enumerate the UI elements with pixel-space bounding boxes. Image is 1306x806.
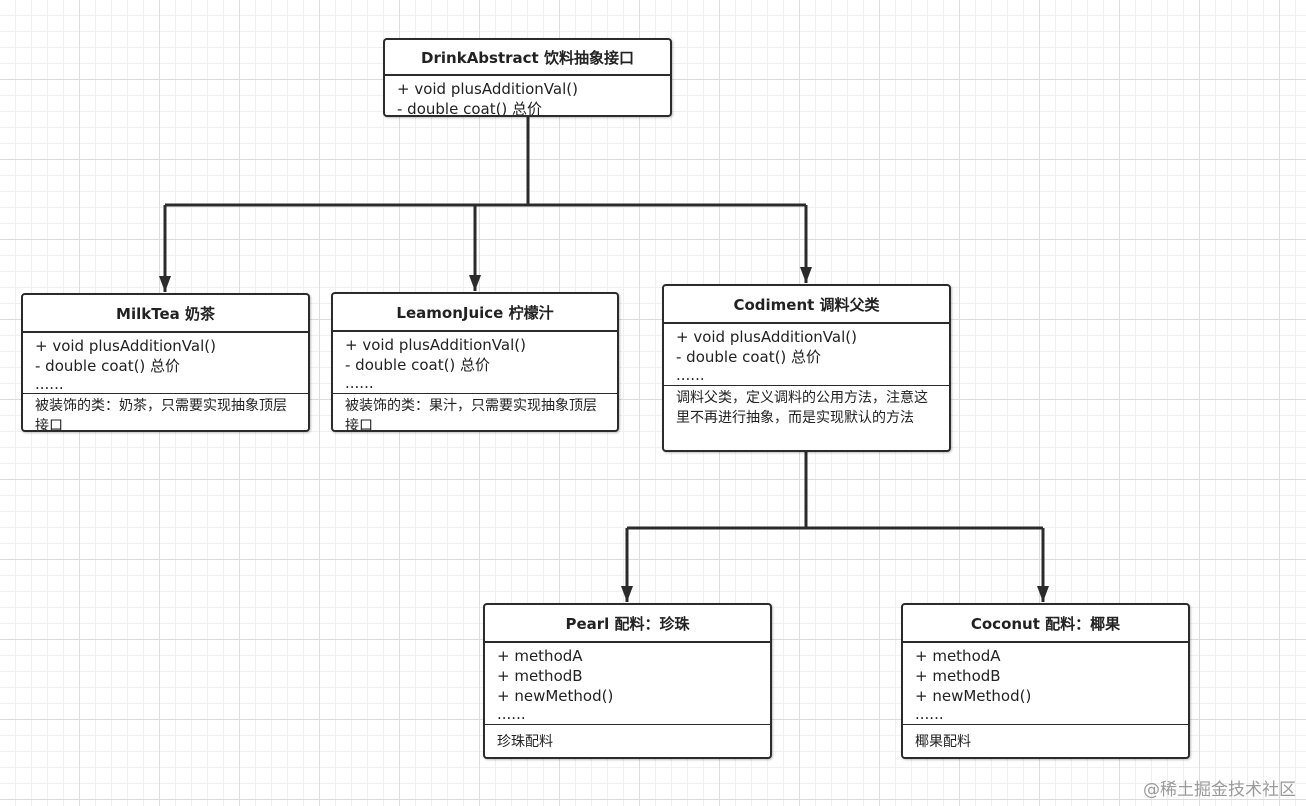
class-members: + void plusAdditionVal() - double coat()…: [333, 332, 617, 394]
member: - double coat() 总价: [345, 356, 491, 374]
member: + methodB: [915, 667, 1001, 685]
arrowhead-leamonjuice: [469, 275, 481, 291]
class-note: 珍珠配料: [497, 734, 553, 750]
class-title: Coconut 配料：椰果: [903, 605, 1188, 643]
class-codiment[interactable]: Codiment 调料父类 + void plusAdditionVal() -…: [662, 284, 951, 452]
class-note: 椰果配料: [915, 734, 971, 750]
class-title: DrinkAbstract 饮料抽象接口: [385, 40, 670, 76]
member: - double coat() 总价: [35, 357, 181, 375]
class-note: 被装饰的类：果汁，只需要实现抽象顶层接口: [345, 398, 597, 432]
class-title: Codiment 调料父类: [664, 286, 949, 324]
arrowhead-pearl: [621, 586, 633, 602]
member: ......: [676, 366, 705, 384]
class-coconut[interactable]: Coconut 配料：椰果 + methodA + methodB + newM…: [901, 603, 1190, 759]
class-members: + methodA + methodB + newMethod() ......: [903, 643, 1188, 725]
class-members: + void plusAdditionVal() - double coat()…: [664, 324, 949, 386]
member: + newMethod(): [497, 687, 614, 705]
member: ......: [345, 374, 374, 392]
member: + methodA: [497, 647, 583, 665]
member: ......: [35, 375, 64, 393]
member: ......: [915, 705, 944, 723]
class-note: 被装饰的类：奶茶，只需要实现抽象顶层接口: [35, 398, 287, 432]
member: - double coat() 总价: [676, 348, 822, 366]
arrowhead-codiment: [800, 267, 812, 283]
class-milktea[interactable]: MilkTea 奶茶 + void plusAdditionVal() - do…: [21, 293, 310, 432]
class-title: MilkTea 奶茶: [23, 295, 308, 333]
class-drink-abstract[interactable]: DrinkAbstract 饮料抽象接口 + void plusAddition…: [383, 38, 672, 117]
class-leamonjuice[interactable]: LeamonJuice 柠檬汁 + void plusAdditionVal()…: [331, 292, 619, 432]
member: ......: [497, 705, 526, 723]
class-pearl[interactable]: Pearl 配料：珍珠 + methodA + methodB + newMet…: [483, 603, 772, 759]
watermark: @稀土掘金技术社区: [1143, 780, 1296, 800]
member: + newMethod(): [915, 687, 1032, 705]
member: + void plusAdditionVal(): [345, 336, 526, 354]
class-title: Pearl 配料：珍珠: [485, 605, 770, 643]
class-note: 调料父类，定义调料的公用方法，注意这里不再进行抽象，而是实现默认的方法: [676, 390, 928, 426]
class-members: + methodA + methodB + newMethod() ......: [485, 643, 770, 725]
member: + methodA: [915, 647, 1001, 665]
class-members: + void plusAdditionVal() - double coat()…: [385, 76, 670, 117]
member: + void plusAdditionVal(): [676, 328, 857, 346]
class-title: LeamonJuice 柠檬汁: [333, 294, 617, 332]
arrowhead-milktea: [159, 276, 171, 292]
member: - double coat() 总价: [397, 100, 543, 117]
member: + void plusAdditionVal(): [397, 80, 578, 98]
class-members: + void plusAdditionVal() - double coat()…: [23, 333, 308, 394]
member: + void plusAdditionVal(): [35, 337, 216, 355]
member: + methodB: [497, 667, 583, 685]
arrowhead-coconut: [1037, 586, 1049, 602]
